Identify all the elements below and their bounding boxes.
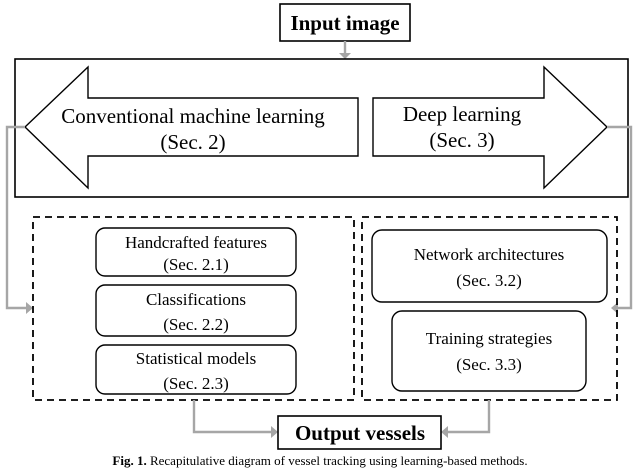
deep-arrow-shape — [372, 65, 609, 190]
training-strategies-section: (Sec. 3.3) — [456, 355, 522, 374]
connector-deep — [607, 125, 633, 310]
training-strategies-box — [391, 310, 587, 392]
conventional-section: (Sec. 2) — [160, 130, 225, 154]
connector-output-left — [192, 400, 271, 434]
output-vessels-label: Output vessels — [295, 421, 425, 445]
handcrafted-features-section: (Sec. 2.1) — [163, 255, 229, 274]
deep-section: (Sec. 3) — [429, 128, 494, 152]
handcrafted-features-box — [95, 227, 297, 277]
caption-text: Recapitulative diagram of vessel trackin… — [150, 453, 528, 468]
input-image-label: Input image — [290, 11, 399, 35]
arrowhead-input — [339, 53, 351, 59]
conventional-arrow-shape — [23, 65, 359, 190]
statistical-models-section: (Sec. 2.3) — [163, 374, 229, 393]
training-strategies-title: Training strategies — [426, 329, 552, 348]
arrowhead-output-left — [271, 426, 278, 438]
classifications-title: Classifications — [146, 290, 246, 309]
network-architectures-box — [371, 229, 608, 303]
output-vessels-box — [277, 415, 442, 450]
figure-caption: Fig. 1. Recapitulative diagram of vessel… — [112, 453, 527, 468]
arrowhead-output-right — [441, 426, 448, 438]
connector-output-right — [448, 400, 491, 434]
statistical-models-title: Statistical models — [136, 349, 256, 368]
caption-label: Fig. 1. — [112, 453, 146, 468]
arrowhead-conventional — [26, 302, 33, 314]
classifications-section: (Sec. 2.2) — [163, 315, 229, 334]
input-image-box — [279, 3, 411, 42]
statistical-models-box — [95, 344, 297, 395]
conventional-title: Conventional machine learning — [61, 104, 325, 128]
classifications-box — [95, 284, 297, 337]
network-architectures-section: (Sec. 3.2) — [456, 271, 522, 290]
deep-title: Deep learning — [403, 102, 522, 126]
connector-conventional — [5, 125, 26, 310]
network-architectures-title: Network architectures — [414, 245, 565, 264]
handcrafted-features-title: Handcrafted features — [125, 233, 267, 252]
